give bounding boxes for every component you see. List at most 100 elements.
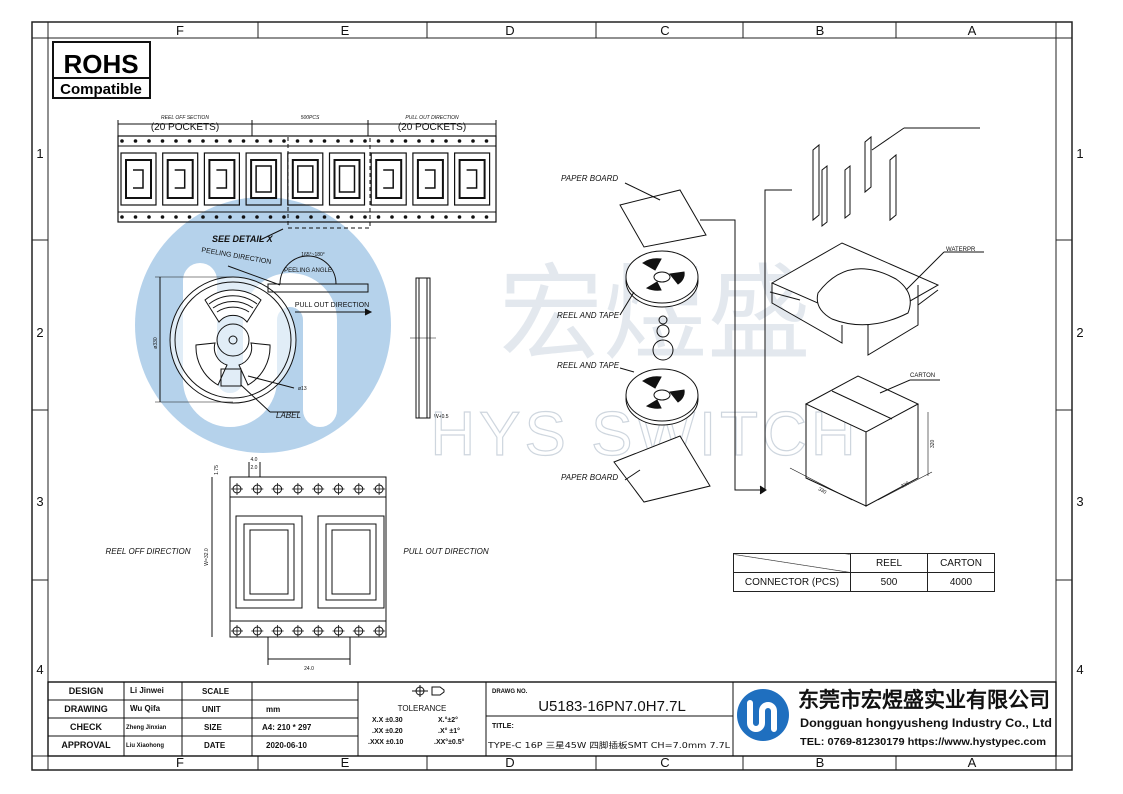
col-label-bottom-b: B [816,755,825,770]
paper-board-bottom-label: PAPER BOARD [561,473,618,482]
sprocket-hole [120,215,124,219]
peeling-angle-label: PEELING ANGLE [284,268,332,274]
pocket-empty-cavity [297,165,314,193]
pockets-left-label: (20 POCKETS) [151,122,219,133]
tape-pocket-inner [458,159,486,199]
tolerance-6: .XX°±0.5° [434,738,465,746]
check-label: CHECK [70,722,103,732]
tape-pocket [203,152,240,206]
sprocket-hole [471,139,475,143]
sprocket-hole [457,215,462,219]
carton-dim-h: 320 [930,439,936,448]
approval-value: Liu Xiaohong [126,743,164,749]
quantity-table-reel-value: 500 [850,572,928,592]
pocket-part [424,169,436,189]
col-label-top-a: A [968,23,977,38]
drawing-label: DRAWING [64,704,108,714]
pocket-part [133,169,144,189]
tape-pocket [245,152,282,206]
sprocket-hole [282,215,286,219]
sprocket-hole [430,215,435,219]
sprocket-hole [160,215,165,219]
row-label-left-3: 3 [36,494,43,509]
sprocket-hole [336,139,340,143]
tape-pocket-inner [291,159,319,199]
sprocket-hole [390,139,394,143]
quantity-table-header-reel: REEL [850,553,928,573]
pocket-part [174,169,186,189]
tolerance-title: TOLERANCE [398,704,447,713]
carton-dim-b: 330 [900,480,910,489]
sprocket-hole [241,215,246,219]
col-label-top-d: D [505,23,514,38]
sprocket-hole [120,139,124,143]
reel-side-view [410,277,436,419]
tape-pocket-inner [333,159,361,199]
paper-board-top-label: PAPER BOARD [561,174,618,183]
sprocket-hole [228,215,232,219]
sprocket-hole [201,215,205,219]
row-label-left-1: 1 [36,146,43,161]
sprocket-hole [349,139,354,143]
reel-off-section-label: REEL OFF SECTION [161,115,209,121]
sprocket-hole [295,215,300,219]
col-label-top-b: B [816,23,825,38]
quantity-table-carton-value: 4000 [927,572,995,592]
row-label-right-1: 1 [1076,146,1083,161]
sprocket-hole [228,139,232,143]
sprocket-hole [363,215,367,219]
reel-width-label: W+0.5 [434,414,449,420]
company-contact: TEL: 0769-81230179 https://www.hystypec.… [800,737,1046,748]
drawing-value: Wu Qifa [130,704,161,713]
hub-diameter-label: ø13 [298,386,307,392]
pocket-part [216,169,228,189]
sprocket-hole [309,139,313,143]
pocket-part [466,169,478,189]
sprocket-hole [376,139,381,143]
sprocket-hole [484,215,489,219]
sprocket-hole [471,215,475,219]
reel-off-direction-label: REEL OFF DIRECTION [105,547,190,556]
detail-x-tape [211,462,387,665]
company-name-en: Dongguan hongyusheng Industry Co., Ltd [800,716,1052,730]
pocket-empty-cavity [255,165,272,193]
sprocket-hole [417,215,421,219]
sprocket-hole [363,139,367,143]
company-name-cn: 东莞市宏煜盛实业有限公司 [798,688,1050,712]
unit-value: mm [266,705,280,714]
tolerance-4: X.°±2° [438,716,458,724]
quantity-table: REEL CARTON CONNECTOR (PCS) 500 4000 [733,553,995,592]
reel-and-tape-2-label: REEL AND TAPE [557,361,620,370]
pull-out-direction-top-label: PULL OUT DIRECTION [405,115,459,121]
col-label-bottom-a: A [968,755,977,770]
tape-pocket-inner [166,159,194,199]
sprocket-hole [187,215,192,219]
tolerance-5: .X° ±1° [438,727,460,735]
tape-pocket [287,152,324,206]
sprocket-hole [322,139,327,143]
quantity-table-row-label: CONNECTOR (PCS) [733,572,851,592]
tape-pocket [370,152,407,206]
pull-out-direction-detail-label: PULL OUT DIRECTION [403,547,488,556]
company-logo-icon [737,689,789,741]
design-label: DESIGN [69,686,104,696]
tape-pocket [454,152,491,206]
sprocket-hole [133,215,138,219]
col-label-bottom-e: E [341,755,350,770]
rohs-subtitle: Compatible [60,81,142,98]
sprocket-hole [484,139,489,143]
sprocket-hole [444,139,448,143]
drawg-no-value: U5183-16PN7.0H7.7L [538,698,686,715]
pocket-empty-cavity [338,165,356,193]
tape-pocket [328,152,366,206]
quantity-table-header-carton: CARTON [927,553,995,573]
rohs-box [52,41,151,99]
col-label-top-e: E [341,23,350,38]
row-label-right-3: 3 [1076,494,1083,509]
sprocket-hole [147,139,151,143]
dim-width-label: W=32.0 [204,548,210,566]
tape-pocket-inner [125,159,152,199]
dim-2-label: 2.0 [251,465,258,471]
sprocket-hole [133,139,138,143]
column-ticks [32,22,1072,770]
